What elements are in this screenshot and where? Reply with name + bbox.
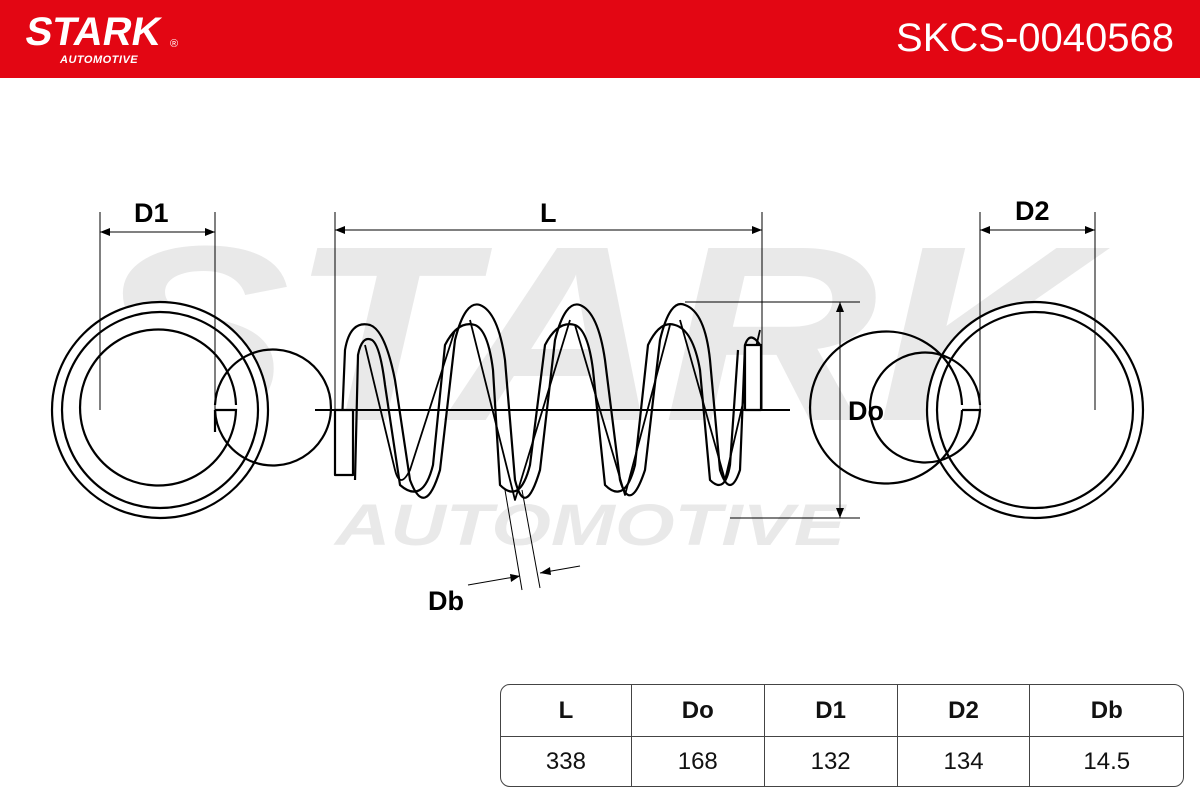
spec-header-d2: D2: [896, 685, 1030, 737]
spec-header-row: L Do D1 D2 Db: [501, 685, 1183, 737]
label-do: Do: [848, 396, 884, 426]
header-bar: STARK ® AUTOMOTIVE SKCS-0040568: [0, 0, 1200, 78]
spec-header-db: Db: [1029, 685, 1183, 737]
end-view-left: [50, 212, 332, 520]
label-d1: D1: [134, 198, 169, 228]
brand-registered-mark: ®: [170, 38, 179, 50]
watermark-subtitle: AUTOMOTIVE: [332, 493, 848, 558]
brand-subtitle: AUTOMOTIVE: [60, 54, 139, 66]
dimension-db: [467, 489, 581, 591]
spec-value-do: 168: [630, 737, 764, 786]
spec-value-d1: 132: [763, 737, 897, 786]
spec-value-row: 338 168 132 134 14.5: [501, 737, 1183, 786]
label-l: L: [540, 198, 557, 228]
spec-header-do: Do: [630, 685, 764, 737]
dimension-l: [334, 212, 763, 410]
spec-header-d1: D1: [763, 685, 897, 737]
label-d2: D2: [1015, 196, 1050, 226]
label-db: Db: [428, 586, 464, 616]
spring-side-view: [315, 302, 790, 501]
spec-table: L Do D1 D2 Db 338 168 132 134 14.5: [500, 684, 1184, 787]
spec-value-l: 338: [545, 747, 586, 775]
end-view-right: [808, 212, 1145, 520]
spec-header-l: L: [501, 685, 631, 737]
spec-value-db: 14.5: [1029, 737, 1183, 786]
part-number: SKCS-0040568: [896, 16, 1174, 60]
dimension-do: [685, 301, 860, 519]
spec-value-d2: 134: [896, 737, 1030, 786]
